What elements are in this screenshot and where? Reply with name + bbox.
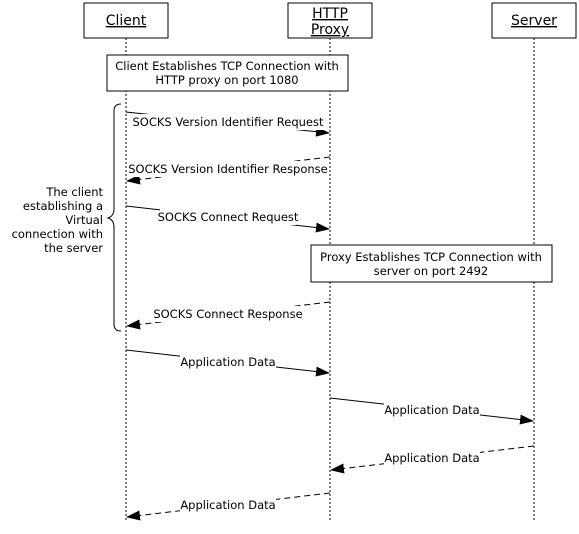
label-socks-connect-response: SOCKS Connect Response: [153, 307, 302, 321]
note-proxy-tcp-connection: Proxy Establishes TCP Connection with se…: [310, 244, 553, 283]
label-socks-connect-request: SOCKS Connect Request: [158, 210, 299, 224]
brace-label: The client establishing a Virtual connec…: [12, 185, 104, 255]
message-app-data-client-to-proxy: Application Data: [125, 349, 330, 377]
participant-client: Client: [83, 2, 169, 39]
label-app-data-server-to-proxy: Application Data: [384, 451, 479, 465]
brace-label-line5: the server: [44, 241, 103, 255]
brace-label-line1: The client: [45, 185, 103, 199]
label-socks-version-response: SOCKS Version Identifier Response: [128, 162, 328, 176]
message-socks-connect-request: SOCKS Connect Request: [125, 205, 330, 233]
note-client-tcp-line1: Client Establishes TCP Connection with: [115, 59, 339, 73]
label-app-data-client-to-proxy: Application Data: [180, 355, 275, 369]
note-client-tcp-line2: HTTP proxy on port 1080: [155, 73, 298, 87]
participant-client-label: Client: [106, 13, 147, 29]
note-proxy-tcp-line1: Proxy Establishes TCP Connection with: [320, 250, 542, 264]
participant-server-label: Server: [511, 13, 557, 29]
label-app-data-proxy-to-client: Application Data: [180, 498, 275, 512]
virtual-connection-brace: [106, 103, 122, 332]
brace-label-line4: connection with: [12, 227, 103, 241]
message-app-data-proxy-to-server: Application Data: [329, 397, 534, 425]
message-socks-connect-response: SOCKS Connect Response: [126, 301, 331, 330]
participant-proxy-label-line1: HTTP: [312, 6, 348, 22]
note-proxy-tcp-line2: server on port 2492: [374, 264, 489, 278]
label-app-data-proxy-to-server: Application Data: [384, 403, 479, 417]
brace-label-line3: Virtual: [65, 213, 103, 227]
message-app-data-server-to-proxy: Application Data: [330, 445, 535, 474]
brace-label-line2: establishing a: [23, 199, 103, 213]
message-socks-version-response: SOCKS Version Identifier Response: [126, 156, 331, 185]
message-socks-version-request: SOCKS Version Identifier Request: [125, 111, 330, 137]
note-client-tcp-connection: Client Establishes TCP Connection with H…: [106, 54, 349, 92]
participant-proxy: HTTP Proxy: [287, 2, 373, 39]
participant-proxy-label-line2: Proxy: [311, 22, 349, 38]
participant-server: Server: [491, 2, 577, 39]
message-app-data-proxy-to-client: Application Data: [126, 492, 331, 521]
label-socks-version-request: SOCKS Version Identifier Request: [133, 115, 324, 129]
